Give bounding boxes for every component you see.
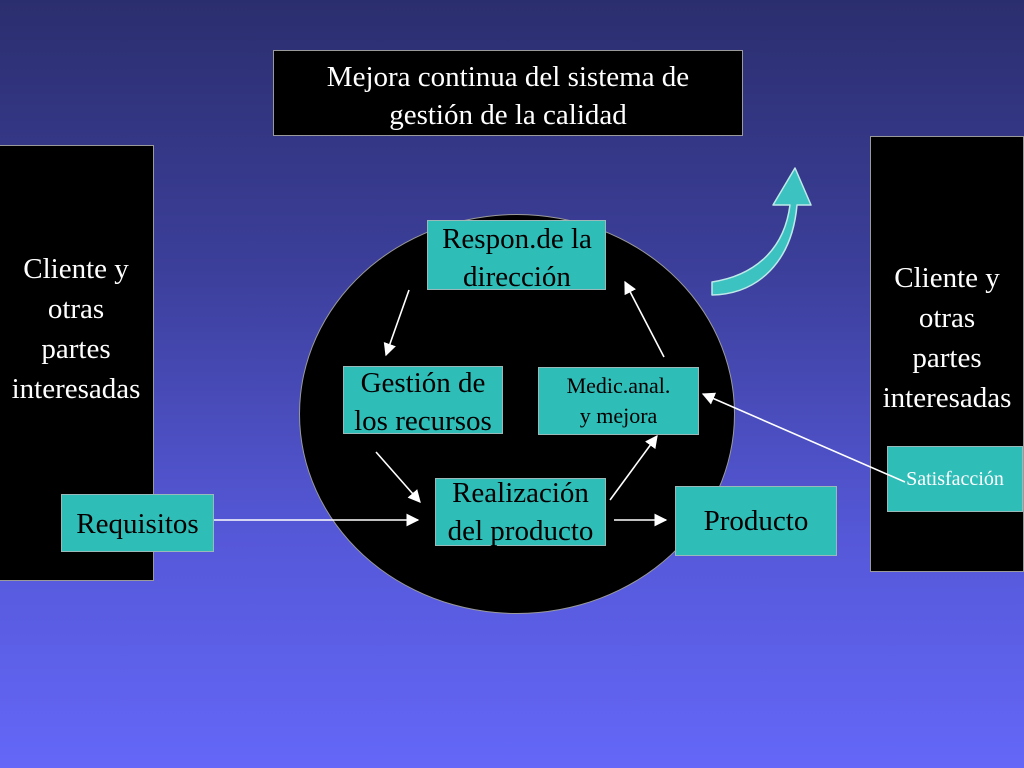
product-realization-box [435, 478, 606, 546]
measurement-analysis-box [538, 367, 699, 435]
arrow-management-to-resources [383, 289, 410, 357]
left-stakeholder-label: Cliente y otras partes interesadas [11, 253, 141, 405]
resource-management-box [343, 366, 503, 434]
product-label: Producto [703, 505, 809, 537]
management-responsibility-label: Respon.de la dirección [442, 223, 592, 293]
diagram-title: Mejora continua del sistema de gestión d… [273, 50, 743, 136]
product-realization-label: Realización del producto [447, 477, 594, 547]
arrow-realization-to-measurement [609, 434, 658, 501]
right-stakeholder-label: Cliente y otras partes interesadas [882, 262, 1012, 414]
satisfaction-box [887, 446, 1023, 512]
satisfaction-label: Satisfacción [906, 468, 1004, 490]
measurement-analysis-label: Medic.anal. y mejora [566, 373, 671, 428]
improvement-curved-arrow [711, 167, 812, 296]
arrow-resources-to-realization [375, 451, 421, 503]
diagram-title-text: Mejora continua del sistema de gestión d… [326, 61, 690, 131]
management-responsibility-box [427, 220, 606, 290]
resource-management-label: Gestión de los recursos [354, 367, 492, 437]
product-box [675, 486, 837, 556]
arrow-measurement-to-management [624, 280, 665, 358]
requirements-label: Requisitos [76, 508, 199, 540]
requirements-box [61, 494, 214, 552]
arrow-satisfaction-to-measurement [701, 392, 906, 483]
